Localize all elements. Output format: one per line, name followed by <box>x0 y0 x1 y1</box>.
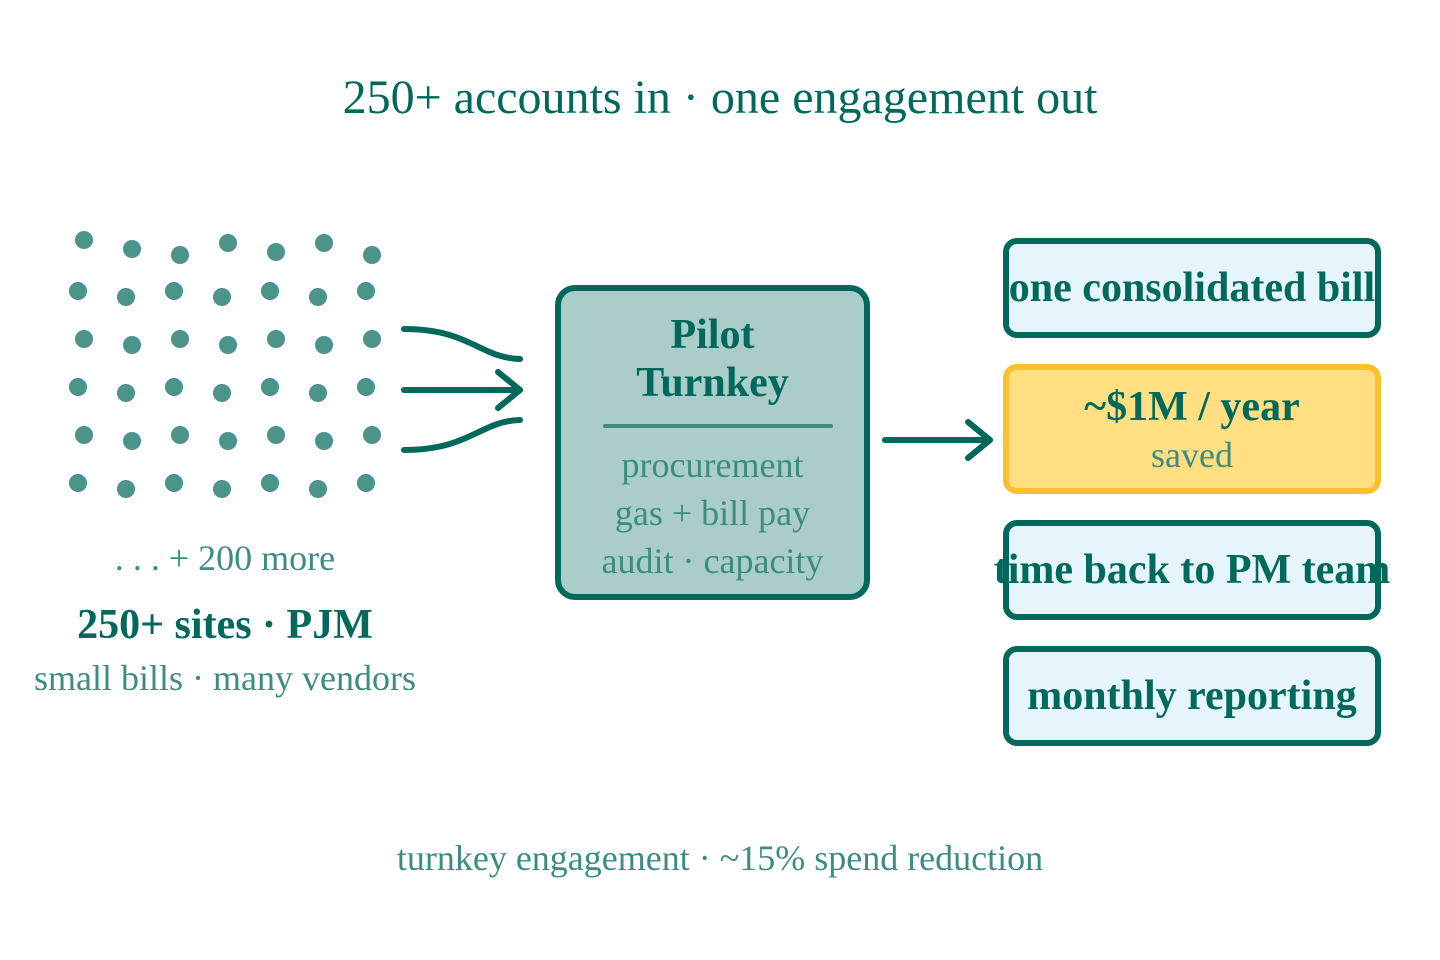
account-dot <box>123 432 141 450</box>
outcome-label: time back to PM team <box>993 547 1391 593</box>
account-dot <box>315 432 333 450</box>
account-dot <box>165 474 183 492</box>
account-dot <box>219 432 237 450</box>
outcome-consolidated-bill: one consolidated bill <box>1003 238 1381 338</box>
account-dot <box>75 330 93 348</box>
merge-arrow-middle-head <box>495 369 523 411</box>
account-dot <box>213 384 231 402</box>
account-dot <box>309 480 327 498</box>
sites-label: 250+ sites · PJM <box>77 602 373 648</box>
account-dot <box>117 480 135 498</box>
output-arrow-head <box>965 419 993 461</box>
center-title-line2: Turnkey <box>636 360 789 406</box>
account-dot <box>165 282 183 300</box>
account-dot <box>363 426 381 444</box>
merge-arrow-bottom <box>401 417 523 453</box>
account-dot <box>213 480 231 498</box>
outcome-label: one consolidated bill <box>1008 265 1376 311</box>
account-dot <box>261 282 279 300</box>
account-dot <box>171 426 189 444</box>
more-accounts-label: . . . + 200 more <box>114 538 336 578</box>
account-dot <box>315 336 333 354</box>
account-dot <box>171 246 189 264</box>
account-dot <box>357 282 375 300</box>
account-dot <box>267 330 285 348</box>
vendors-label: small bills · many vendors <box>34 658 416 698</box>
diagram-title: 250+ accounts in · one engagement out <box>342 71 1098 124</box>
outcome-label: monthly reporting <box>1027 673 1357 719</box>
account-dot <box>75 426 93 444</box>
center-box-title: Pilot Turnkey <box>561 311 864 407</box>
savings-amount: ~$1M / year <box>1084 384 1300 430</box>
service-item: gas + bill pay <box>614 493 811 533</box>
account-dot <box>69 282 87 300</box>
account-dot <box>309 384 327 402</box>
outcome-time-back: time back to PM team <box>994 520 1390 620</box>
account-dot <box>171 330 189 348</box>
account-dot <box>123 240 141 258</box>
outcome-savings: ~$1M / year saved <box>1003 364 1381 494</box>
outcome-monthly-reporting: monthly reporting <box>1003 646 1381 746</box>
account-dot <box>123 336 141 354</box>
account-dot <box>267 243 285 261</box>
account-dot <box>219 234 237 252</box>
account-dot <box>357 474 375 492</box>
savings-sub-label: saved <box>1151 435 1233 475</box>
merge-arrow-top <box>401 326 523 362</box>
service-item: procurement <box>621 445 804 485</box>
account-dot <box>309 288 327 306</box>
account-dot <box>363 246 381 264</box>
account-dot <box>261 474 279 492</box>
account-dot <box>69 378 87 396</box>
account-dot <box>363 330 381 348</box>
account-dot <box>117 288 135 306</box>
account-dot <box>165 378 183 396</box>
account-dot <box>75 231 93 249</box>
account-dot <box>267 426 285 444</box>
service-list: procurement gas + bill pay audit · capac… <box>561 441 864 585</box>
account-dot <box>213 288 231 306</box>
account-dot <box>357 378 375 396</box>
center-title-line1: Pilot <box>670 312 755 358</box>
account-dot <box>261 378 279 396</box>
account-dot <box>219 336 237 354</box>
footer-caption: turnkey engagement · ~15% spend reductio… <box>396 838 1044 878</box>
account-dot <box>117 384 135 402</box>
pilot-turnkey-box: Pilot Turnkey procurement gas + bill pay… <box>555 285 870 600</box>
service-item: audit · capacity <box>601 541 824 581</box>
center-divider <box>603 424 833 428</box>
account-dot <box>315 234 333 252</box>
account-dot-grid <box>69 231 381 498</box>
account-dot <box>69 474 87 492</box>
